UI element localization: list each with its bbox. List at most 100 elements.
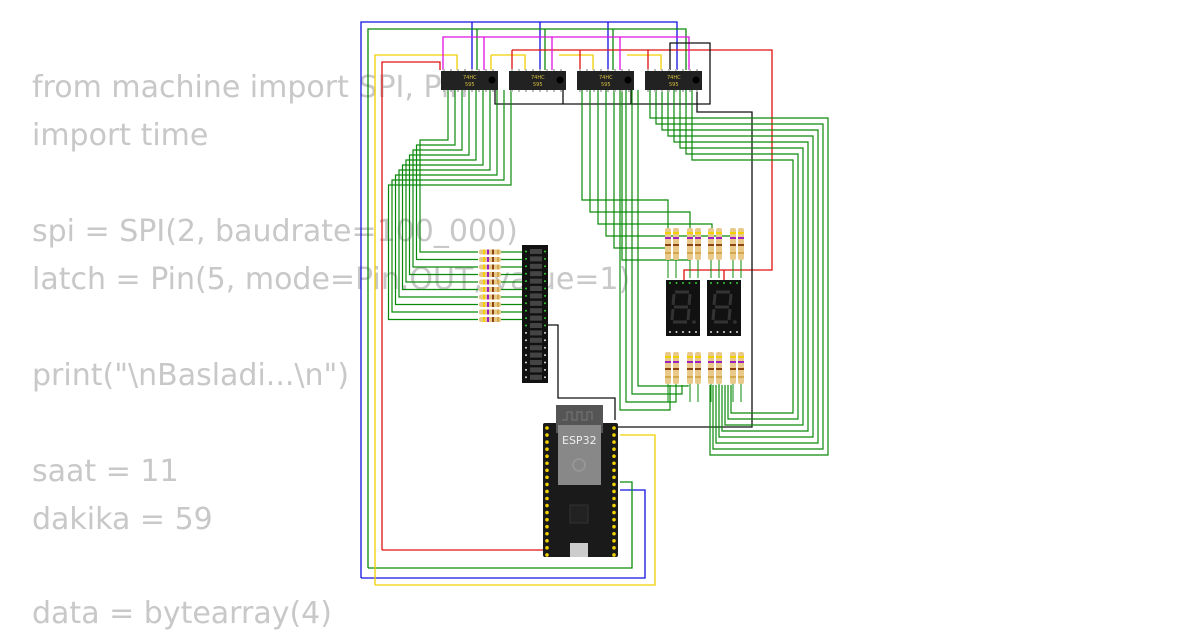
resistor[interactable]: [687, 352, 693, 402]
esp32-pin[interactable]: [545, 503, 549, 508]
esp32-pin[interactable]: [545, 440, 549, 444]
esp32-pin[interactable]: [612, 546, 616, 550]
wire-green: [398, 90, 491, 298]
wire-green: [679, 90, 804, 426]
esp32-pin[interactable]: [612, 454, 616, 459]
esp32-pin[interactable]: [612, 503, 616, 508]
resistor[interactable]: [708, 228, 714, 278]
resistor[interactable]: [673, 352, 679, 402]
bar-segment: [530, 360, 542, 365]
esp32-pin[interactable]: [612, 482, 616, 487]
bar-segment: [530, 256, 542, 262]
resistor[interactable]: [479, 309, 501, 315]
wire-red: [381, 49, 773, 551]
resistor[interactable]: [673, 228, 679, 278]
resistor[interactable]: [479, 272, 501, 277]
esp32-pin[interactable]: [545, 553, 549, 557]
resistor[interactable]: [716, 352, 722, 402]
esp32-pin[interactable]: [612, 553, 616, 557]
resistor[interactable]: [695, 352, 701, 402]
esp32-pin[interactable]: [612, 447, 616, 451]
wire-green: [387, 90, 512, 321]
esp32-pin[interactable]: [545, 546, 549, 550]
esp32-pin[interactable]: [545, 531, 549, 536]
resistor[interactable]: [738, 352, 744, 402]
esp32-pin[interactable]: [545, 510, 549, 515]
esp32-pin[interactable]: [545, 524, 549, 529]
esp32-pin[interactable]: [612, 468, 616, 473]
esp32-pin[interactable]: [545, 447, 549, 451]
wire-green: [412, 90, 478, 268]
resistor[interactable]: [479, 317, 501, 322]
resistor[interactable]: [665, 352, 671, 402]
esp32-label: ESP32: [562, 434, 597, 447]
wire-green: [691, 90, 794, 414]
bar-segment: [530, 249, 542, 254]
esp32-pin[interactable]: [612, 510, 616, 515]
wire-green: [394, 90, 498, 306]
led-bar-graph: [522, 245, 548, 383]
code-line: print("\nBasladi...\n"): [32, 358, 350, 393]
bar-segment: [530, 367, 542, 373]
esp32-pin[interactable]: [612, 461, 616, 466]
wires: [360, 21, 773, 586]
resistor[interactable]: [695, 228, 701, 278]
esp32-pin[interactable]: [612, 539, 616, 543]
esp32-pin[interactable]: [545, 454, 549, 459]
bar-segment: [530, 323, 542, 328]
resistor[interactable]: [479, 287, 501, 292]
esp32-pin[interactable]: [612, 426, 616, 430]
resistor[interactable]: [716, 228, 722, 278]
bar-segment: [530, 330, 542, 336]
esp32-pin[interactable]: [545, 468, 549, 473]
resistor[interactable]: [479, 302, 501, 307]
wire-green: [673, 90, 809, 432]
resistor[interactable]: [708, 352, 714, 402]
esp32-pin[interactable]: [612, 496, 616, 501]
esp32-pin[interactable]: [545, 539, 549, 543]
esp32-pin[interactable]: [612, 475, 616, 480]
green-signal-wires: [387, 90, 829, 456]
resistor[interactable]: [687, 228, 693, 278]
resistor[interactable]: [479, 257, 501, 262]
resistor[interactable]: [479, 294, 501, 300]
bar-segment: [530, 286, 542, 291]
wire-green: [589, 90, 691, 228]
wire-green: [391, 90, 505, 313]
seven-segment-display: [666, 280, 700, 336]
esp32-pin[interactable]: [612, 531, 616, 536]
resistor[interactable]: [665, 228, 671, 278]
esp32-pin[interactable]: [545, 433, 549, 437]
resistor[interactable]: [479, 264, 501, 270]
esp32-pin[interactable]: [612, 524, 616, 529]
wire-green: [581, 90, 669, 228]
wire-green: [405, 90, 478, 283]
esp32-pin[interactable]: [545, 517, 549, 522]
esp32-pin[interactable]: [612, 433, 616, 437]
resistor-bank: [479, 249, 501, 322]
esp32-pin[interactable]: [612, 440, 616, 444]
chip-label: 595: [533, 82, 543, 88]
esp32-pin[interactable]: [545, 475, 549, 480]
bar-segment: [530, 337, 542, 343]
esp32-pin[interactable]: [545, 489, 549, 494]
esp32-pin[interactable]: [545, 461, 549, 466]
wire-green: [419, 90, 478, 253]
resistor[interactable]: [479, 279, 501, 285]
esp32-pin[interactable]: [612, 517, 616, 522]
esp32-pin[interactable]: [612, 489, 616, 494]
esp32-pin[interactable]: [545, 482, 549, 487]
resistor[interactable]: [738, 228, 744, 278]
wire-green: [619, 90, 671, 411]
resistor[interactable]: [479, 249, 501, 255]
esp32-pin[interactable]: [545, 496, 549, 501]
resistor[interactable]: [730, 228, 736, 278]
chip-label: 74HC: [599, 75, 613, 81]
esp32-pin[interactable]: [545, 426, 549, 430]
resistor[interactable]: [730, 352, 736, 402]
